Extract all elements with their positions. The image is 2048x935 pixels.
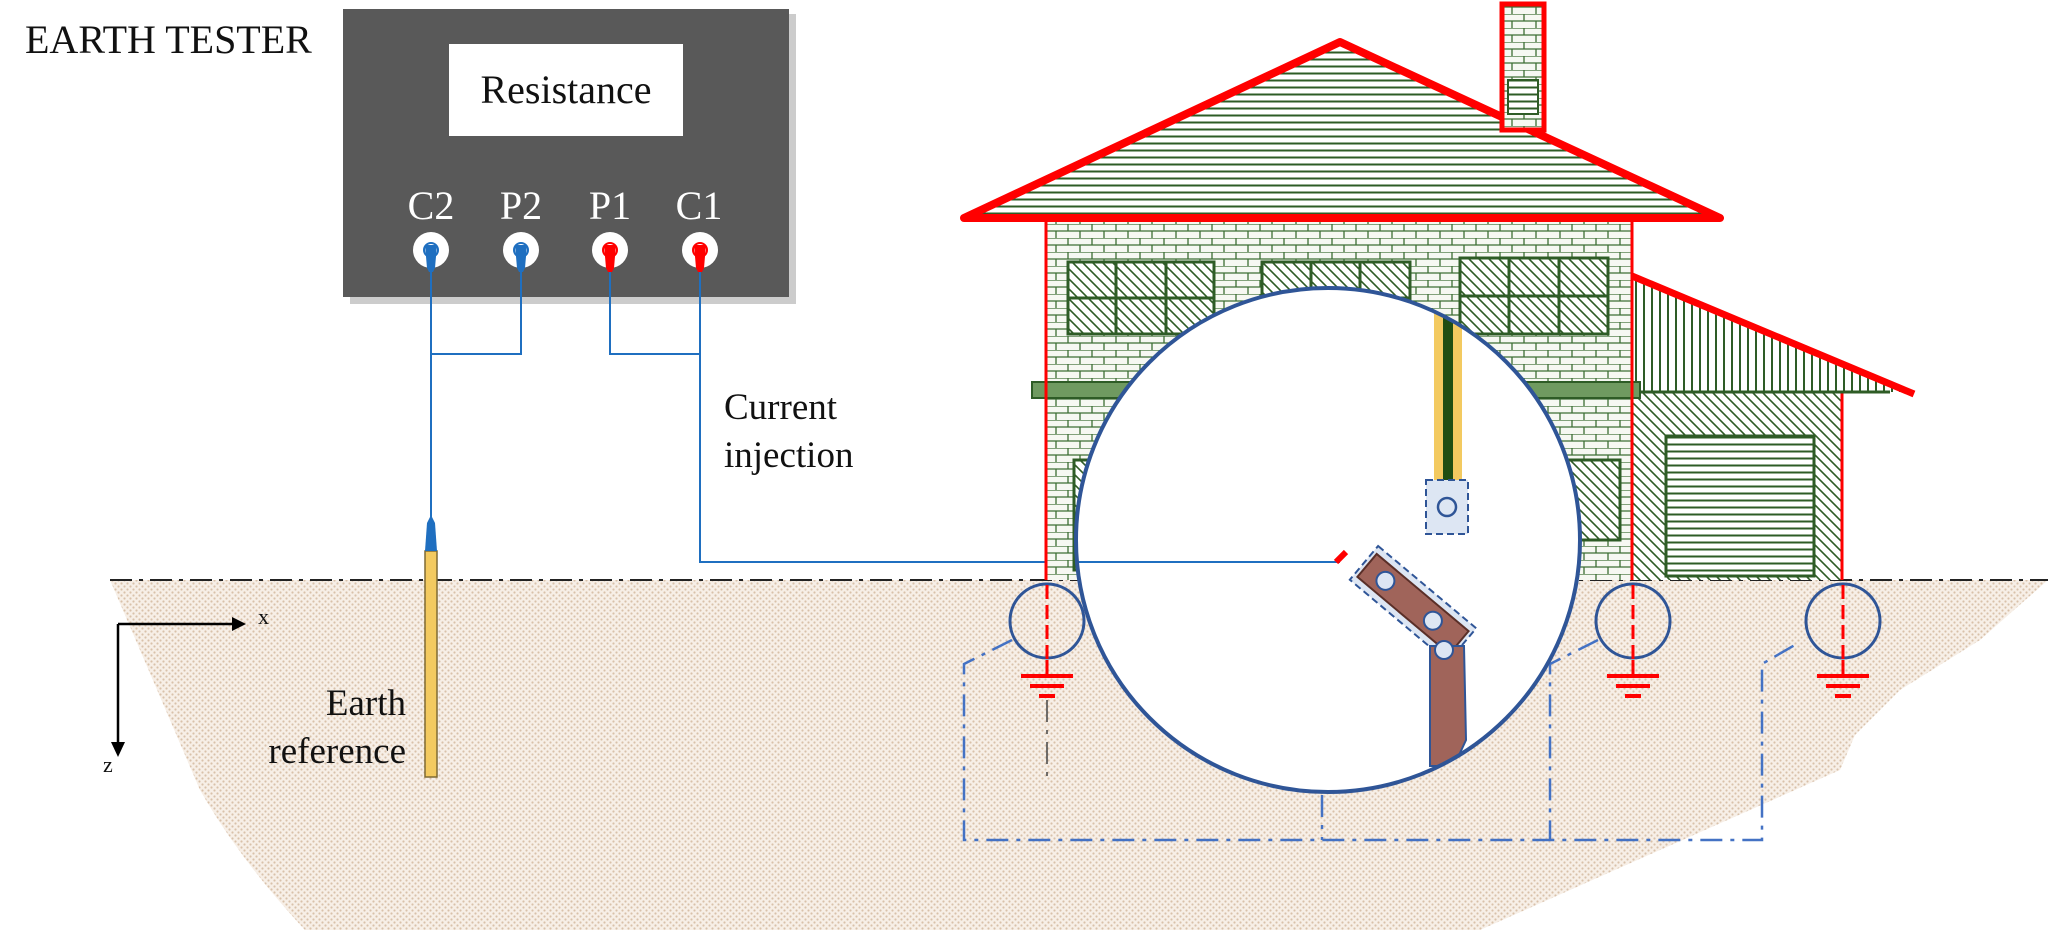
terminal-c2-jack (413, 232, 449, 272)
house-roof (964, 42, 1720, 218)
terminal-p2-label: P2 (499, 183, 543, 228)
earth-reference-rod (424, 515, 438, 778)
x-axis-label: x (258, 604, 269, 629)
resistance-display (449, 44, 683, 136)
axis-indicator (111, 617, 246, 757)
terminal-p1-label: P1 (588, 183, 632, 228)
earth-reference-label: Earth reference (268, 683, 406, 772)
magnifier-detail (1074, 286, 1582, 794)
soil-region (110, 580, 2048, 930)
resistance-readout: Resistance (480, 67, 652, 112)
terminal-p2-jack (503, 232, 539, 272)
current-injection-label: Current injection (724, 387, 854, 476)
connector-box (1425, 479, 1469, 535)
terminal-c2-label: C2 (407, 183, 455, 228)
z-axis-label: z (103, 752, 113, 777)
earthing-bar (1429, 645, 1468, 767)
buried-earth-network (962, 638, 1801, 842)
house-earth-electrodes (1008, 582, 1882, 698)
tester-title: EARTH TESTER (25, 17, 312, 62)
terminal-c1-jack (682, 232, 718, 272)
terminal-c1-label: C1 (675, 183, 723, 228)
terminal-p1-jack (592, 232, 628, 272)
